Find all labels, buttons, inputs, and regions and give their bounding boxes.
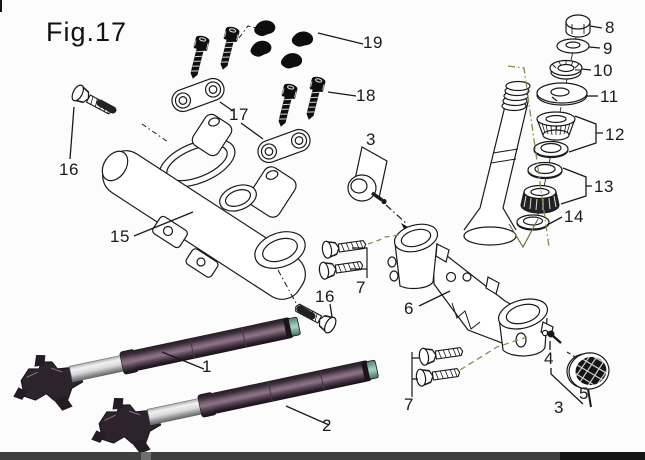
adjusting-nut-10-drawing [549,59,583,80]
part-label-5: 5 [579,384,589,403]
part-label-16-middle: 16 [315,287,335,306]
fork-leg-2-drawing [91,359,379,454]
upper-triple-clamp-drawing [101,113,306,300]
part-label-18: 18 [356,86,376,105]
part-label-12: 12 [605,125,625,144]
part-label-8: 8 [605,18,615,37]
part-label-13: 13 [594,177,614,196]
part-label-7-upper: 7 [356,278,366,297]
lower-bearing-13-drawing [520,161,563,214]
reflector-5-drawing [566,351,610,408]
washer-9-drawing [556,38,590,54]
part-label-9: 9 [603,39,613,58]
scan-edge-mark [0,0,2,12]
part-label-14: 14 [564,207,584,226]
part-label-11: 11 [600,87,619,106]
handlebar-damper-rubbers-drawing [250,18,315,72]
damper-dash-line [238,25,268,39]
callout-leader-lines [69,25,603,426]
reflector-bracket-3-upper-drawing [347,146,410,231]
part-label-1: 1 [202,357,212,376]
part-label-15: 15 [110,227,130,246]
pinch-bolt-16-upper-drawing [69,82,169,143]
part-label-16-upper: 16 [59,160,79,179]
part-label-3-upper: 3 [366,130,376,149]
figure-title: Fig.17 [46,17,128,47]
part-label-10: 10 [593,61,613,80]
pinch-bolt-16-middle-drawing [277,269,339,336]
steering-stem-nut-8-drawing [565,14,591,38]
lower-triple-clamp-drawing [387,220,554,357]
clamp-bolts-7-upper-drawing [317,234,400,281]
part-label-7-lower: 7 [404,395,414,414]
clamp-bolts-7-lower-drawing [411,336,528,397]
reflector-screw-4-drawing [546,330,562,344]
assembly-axis-dash-line [507,65,550,249]
part-label-4: 4 [544,349,554,368]
fork-leg-1-drawing [13,316,301,411]
upper-bearing-12-drawing [533,111,576,159]
part-label-6: 6 [404,299,414,318]
part-label-3-lower: 3 [554,398,564,417]
bottom-scan-bar [0,452,645,460]
handlebar-holders-drawing [171,77,311,164]
part-label-19: 19 [363,33,383,52]
part-label-17: 17 [229,105,249,124]
part-label-2: 2 [322,416,332,435]
dust-seal-washer-11-drawing [536,82,588,107]
